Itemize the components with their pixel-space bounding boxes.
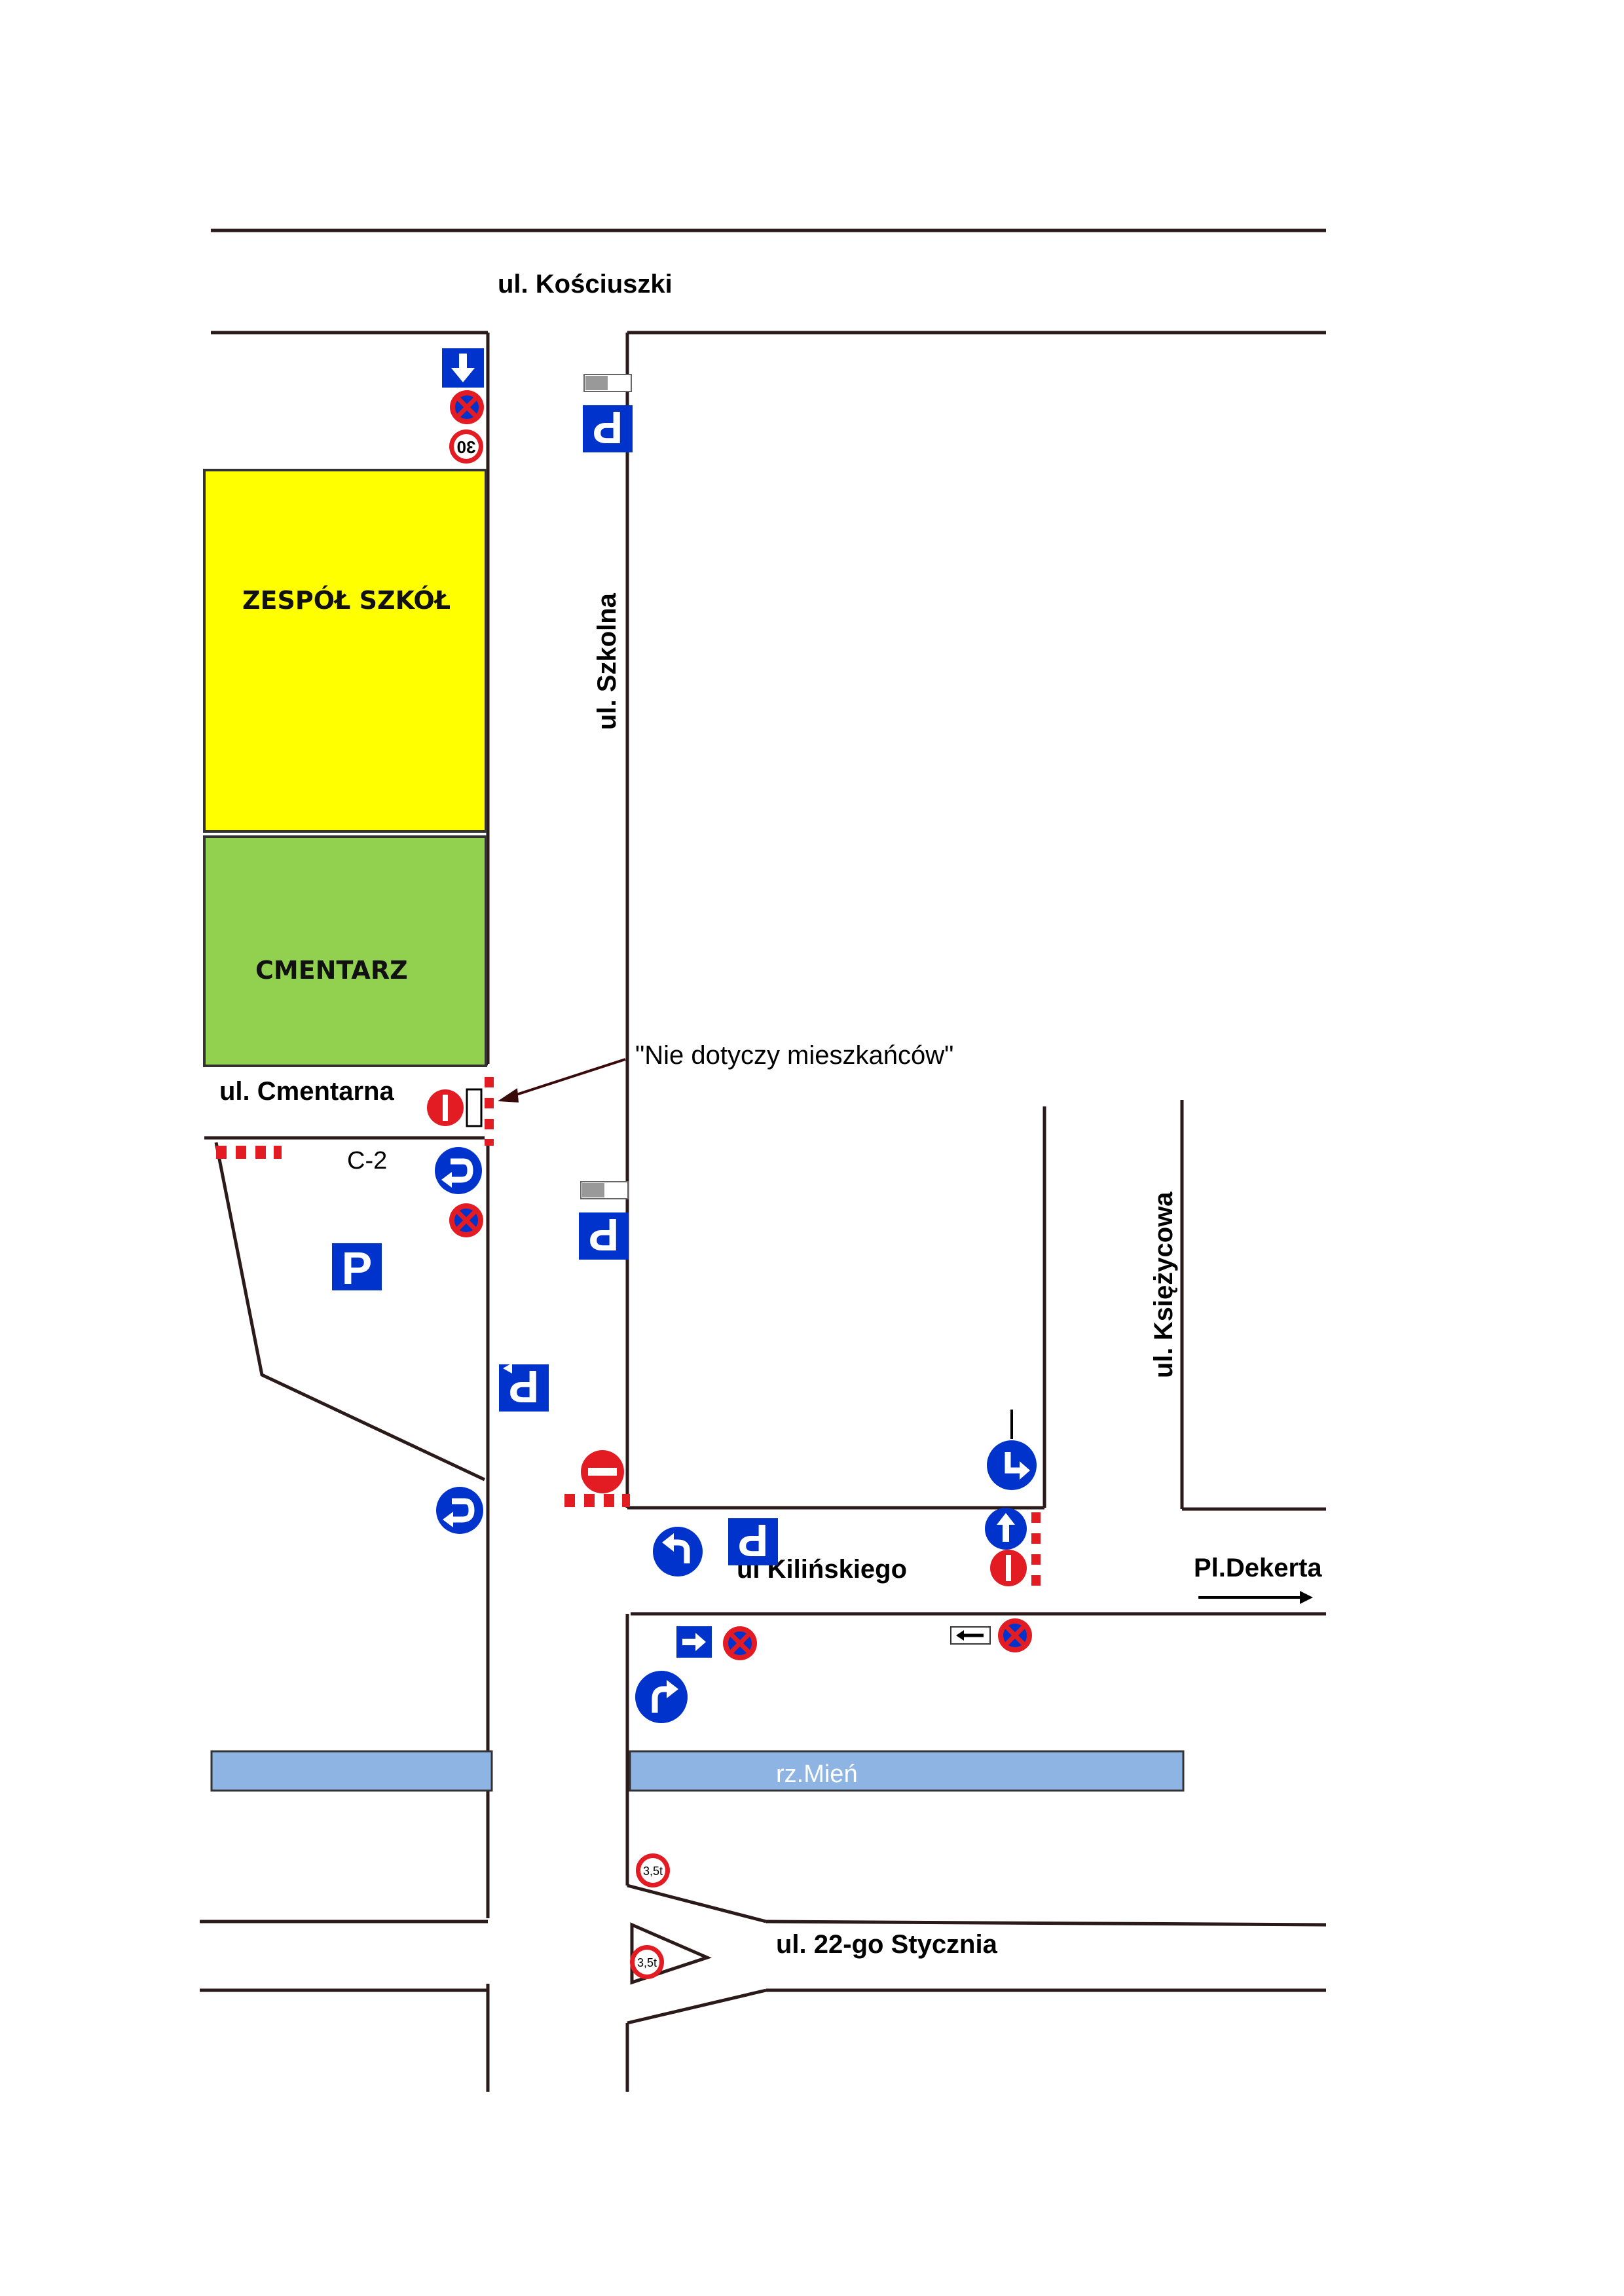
speed-limit-sign-icon: 30 — [449, 429, 483, 464]
no-entry-sign-icon — [581, 1450, 624, 1493]
cemetery-area — [203, 835, 487, 1067]
no-stopping-sign-icon — [450, 390, 484, 424]
speed-limit-value: 30 — [457, 437, 476, 457]
barrier-vertical-icon — [1031, 1512, 1041, 1586]
sign-plate-icon — [466, 1088, 483, 1127]
parking-letter: P — [738, 1515, 769, 1566]
no-entry-sign-icon — [427, 1089, 464, 1126]
c2-label: C-2 — [347, 1147, 387, 1175]
street-22-stycznia: ul. 22-go Stycznia — [776, 1930, 998, 1959]
parking-sign-icon: P — [499, 1361, 549, 1412]
parking-letter: P — [342, 1243, 373, 1294]
street-ksiezycowa: ul. Księżycowa — [1149, 1192, 1178, 1378]
street-szkolna: ul. Szkolna — [593, 592, 621, 730]
street-cmentarna: ul. Cmentarna — [219, 1077, 394, 1106]
parking-sign-icon: P — [579, 1209, 629, 1260]
residents-note: "Nie dotyczy mieszkańców" — [635, 1041, 953, 1070]
school-label: ZESPÓŁ SZKÓŁ — [242, 586, 451, 615]
pointer-arrow-icon — [498, 1058, 626, 1102]
additional-plate-icon — [583, 374, 632, 392]
turn-right-sign-icon — [435, 1147, 482, 1194]
parking-letter: P — [509, 1361, 540, 1412]
river-east — [629, 1750, 1185, 1792]
place-dekerta: Pl.Dekerta — [1194, 1554, 1322, 1582]
parking-sign-icon: P — [583, 402, 633, 453]
no-entry-sign-icon — [990, 1550, 1027, 1586]
one-way-down-sign-icon — [442, 348, 484, 388]
parking-letter: P — [593, 402, 623, 453]
turn-left-sign-icon — [653, 1527, 703, 1576]
parking-sign-icon: P — [728, 1515, 778, 1566]
weight-limit-value: 3,5t — [643, 1865, 663, 1878]
river-west — [210, 1750, 493, 1792]
cemetery-label: CMENTARZ — [255, 956, 408, 985]
barrier-vertical-icon — [485, 1077, 494, 1146]
weight-limit-sign-icon: 3,5t — [630, 1945, 664, 1979]
no-stopping-sign-icon — [449, 1203, 483, 1237]
ahead-only-sign-icon — [985, 1508, 1027, 1550]
direction-plate-left-icon — [950, 1626, 991, 1645]
turn-right-up-sign-icon — [635, 1671, 688, 1723]
parking-sign-icon: P — [332, 1243, 382, 1294]
arrow-right-icon — [1198, 1591, 1313, 1604]
turn-left-sign-icon — [987, 1410, 1037, 1490]
road-lines — [200, 228, 1327, 2092]
street-kosciuszki: ul. Kościuszki — [498, 270, 673, 299]
additional-plate-icon — [580, 1181, 629, 1199]
direction-plate-right-icon — [676, 1626, 712, 1658]
no-stopping-sign-icon — [998, 1618, 1032, 1652]
no-stopping-sign-icon — [723, 1626, 757, 1660]
river-label: rz.Mień — [776, 1760, 858, 1788]
weight-limit-value: 3,5t — [637, 1956, 657, 1969]
school-area — [203, 469, 487, 833]
weight-limit-sign-icon: 3,5t — [636, 1853, 670, 1887]
turn-right-sign-icon — [436, 1487, 483, 1534]
barrier-horizontal-icon — [216, 1146, 282, 1159]
barrier-horizontal-icon — [564, 1494, 630, 1507]
parking-letter: P — [589, 1209, 619, 1260]
